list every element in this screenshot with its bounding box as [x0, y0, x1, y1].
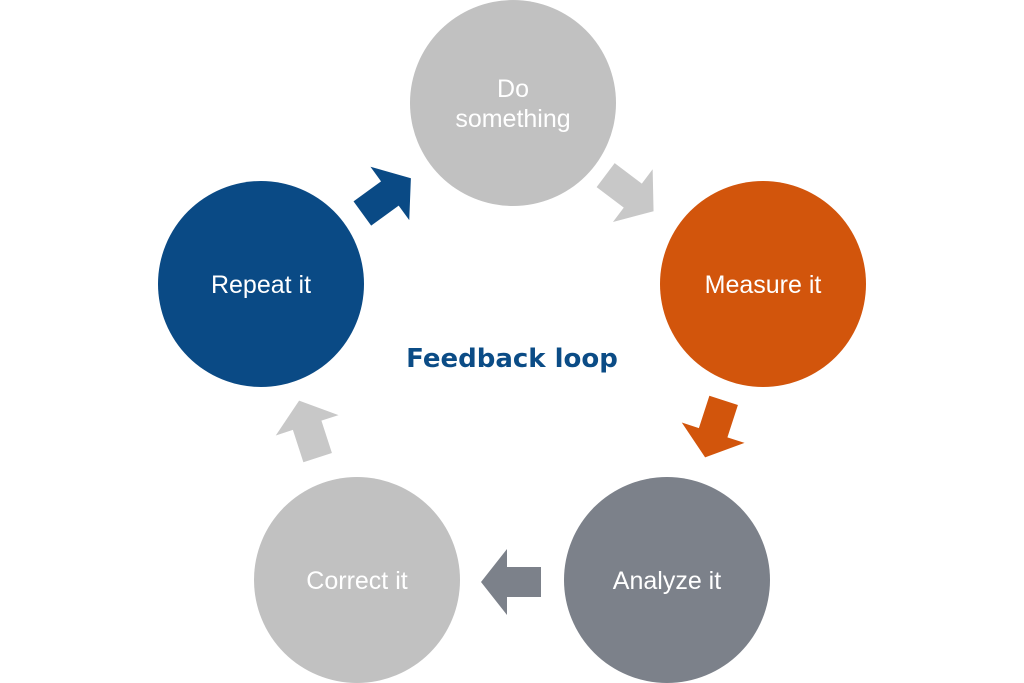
node-circle-repeat-it	[158, 181, 364, 387]
diagram-title: Feedback loop	[406, 344, 618, 374]
node-circle-measure-it	[660, 181, 866, 387]
arrow-icon-analyze-to-correct	[481, 549, 541, 615]
node-repeat-it: Repeat it	[158, 181, 364, 387]
arrow-icon-repeat-to-do	[353, 166, 411, 226]
node-measure-it: Measure it	[660, 181, 866, 387]
node-correct-it: Correct it	[254, 477, 460, 683]
arrows-layer	[275, 163, 745, 615]
node-label-repeat-it: Repeat it	[211, 271, 311, 299]
arrow-icon-correct-to-repeat	[275, 400, 339, 463]
node-label-do-something: Do	[497, 75, 529, 103]
arrow-icon-measure-to-analyze	[681, 395, 745, 458]
node-label-measure-it: Measure it	[705, 271, 822, 299]
node-circle-correct-it	[254, 477, 460, 683]
node-analyze-it: Analyze it	[564, 477, 770, 683]
node-label-analyze-it: Analyze it	[613, 567, 721, 595]
node-label-correct-it: Correct it	[306, 567, 407, 595]
node-circle-analyze-it	[564, 477, 770, 683]
node-circle-do-something	[410, 0, 616, 206]
arrow-icon-do-to-measure	[596, 163, 654, 222]
node-label-do-something: something	[455, 105, 570, 133]
